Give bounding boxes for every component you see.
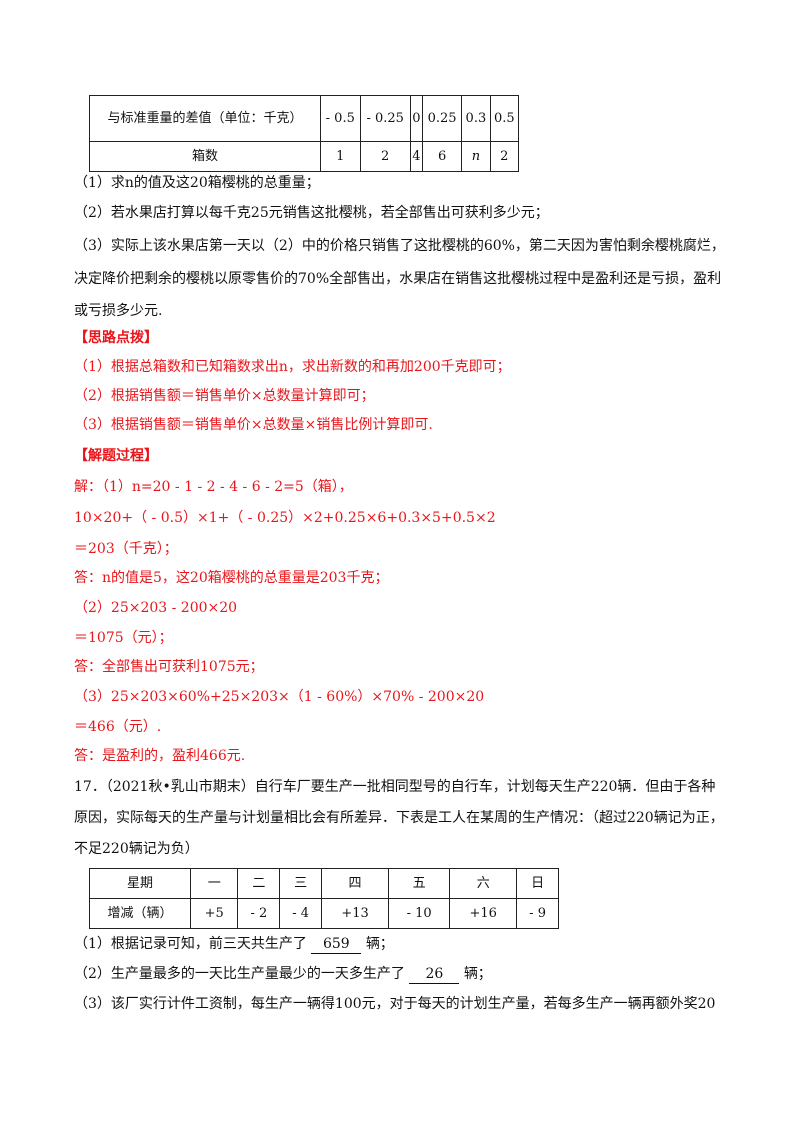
table-cell: 0 bbox=[409, 95, 424, 142]
q17-stem-line2: 原因，实际每天的生产量与计划量相比会有所差异．下表是工人在某周的生产情况：（超过… bbox=[74, 810, 724, 826]
q17-part3: （3）该厂实行计件工资制，每生产一辆得100元，对于每天的计划生产量，若每多生产… bbox=[74, 996, 716, 1012]
table-cell: 二 bbox=[237, 868, 281, 899]
solution-line: 答：全部售出可获利1075元； bbox=[74, 659, 264, 675]
table-cell: 2 bbox=[489, 141, 520, 172]
solution-line: ＝466（元）. bbox=[74, 719, 162, 735]
q17-part1: （1）根据记录可知，前三天共生产了 659 辆； bbox=[74, 935, 394, 954]
solution-line: 答：是盈利的，盈利466元. bbox=[74, 748, 246, 764]
hint-2: （2）根据销售额＝销售单价×总数量计算即可； bbox=[74, 388, 375, 404]
q16-part3-line3: 或亏损多少元. bbox=[74, 303, 163, 319]
table-cell: 日 bbox=[516, 868, 559, 899]
table-row: 星期 一 二 三 四 五 六 日 bbox=[89, 868, 559, 899]
table-cell: 0.5 bbox=[489, 95, 520, 142]
table-cell: 六 bbox=[449, 868, 518, 899]
table-cell: 0.25 bbox=[422, 95, 463, 142]
row-label-diff: 与标准重量的差值（单位：千克） bbox=[89, 95, 321, 142]
q16-part3-line1: （3）实际上该水果店第一天以（2）中的价格只销售了这批樱桃的60%，第二天因为害… bbox=[74, 238, 725, 254]
hint-3: （3）根据销售额＝销售单价×总数量×销售比例计算即可. bbox=[74, 417, 433, 433]
hint-1: （1）根据总箱数和已知箱数求出n，求出新数的和再加200千克即可； bbox=[74, 359, 511, 375]
table-cell: - 0.25 bbox=[359, 95, 411, 142]
header-weekday: 星期 bbox=[89, 868, 191, 899]
table-cell: - 4 bbox=[279, 898, 323, 929]
q17-part2-text: （2）生产量最多的一天比生产量最少的一天多生产了 bbox=[74, 966, 405, 982]
solution-line: 10×20+（ - 0.5）×1+（ - 0.25）×2+0.25×6+0.3×… bbox=[74, 510, 496, 526]
table-row: 与标准重量的差值（单位：千克） - 0.5 - 0.25 0 0.25 0.3 … bbox=[89, 95, 520, 142]
hint-heading: 【思路点拨】 bbox=[74, 330, 158, 346]
solution-line: ＝1075（元）； bbox=[74, 630, 173, 646]
table-cell: 三 bbox=[279, 868, 323, 899]
table-cell: 6 bbox=[422, 141, 463, 172]
table-cell: 四 bbox=[321, 868, 389, 899]
table-cell: +13 bbox=[321, 898, 389, 929]
table-cell: 一 bbox=[189, 868, 239, 899]
table-cell: - 2 bbox=[237, 898, 281, 929]
table-cell: - 0.5 bbox=[320, 95, 361, 142]
q17-stem-line1: 17．（2021秋•乳山市期末）自行车厂要生产一批相同型号的自行车，计划每天生产… bbox=[74, 779, 716, 795]
q16-part2: （2）若水果店打算以每千克25元销售这批樱桃，若全部售出可获利多少元； bbox=[74, 205, 549, 221]
q17-answer-1: 659 bbox=[311, 935, 362, 954]
solution-line: 解：（1）n=20 - 1 - 2 - 4 - 6 - 2=5（箱）， bbox=[74, 479, 353, 495]
table-cell: 五 bbox=[387, 868, 451, 899]
solution-line: （3）25×203×60%+25×203×（1 - 60%）×70% - 200… bbox=[74, 689, 485, 705]
q17-part1-text: （1）根据记录可知，前三天共生产了 bbox=[74, 936, 307, 952]
table-cell: n bbox=[461, 141, 491, 172]
q17-part1-unit: 辆； bbox=[365, 936, 394, 952]
table-cell: - 10 bbox=[387, 898, 451, 929]
table-cell: 2 bbox=[359, 141, 411, 172]
q17-part2-unit: 辆； bbox=[463, 966, 492, 982]
production-table: 星期 一 二 三 四 五 六 日 增减（辆） +5 - 2 - 4 +13 - … bbox=[89, 868, 559, 929]
table-cell: 1 bbox=[320, 141, 361, 172]
solution-heading: 【解题过程】 bbox=[74, 448, 158, 464]
table-cell: 0.3 bbox=[461, 95, 491, 142]
table-cell: +5 bbox=[189, 898, 239, 929]
q17-answer-2: 26 bbox=[409, 965, 460, 984]
table-row: 增减（辆） +5 - 2 - 4 +13 - 10 +16 - 9 bbox=[89, 898, 559, 929]
q17-part2: （2）生产量最多的一天比生产量最少的一天多生产了 26 辆； bbox=[74, 965, 492, 984]
table-row: 箱数 1 2 4 6 n 2 bbox=[89, 141, 520, 172]
table-cell: 4 bbox=[409, 141, 424, 172]
cherry-weight-table: 与标准重量的差值（单位：千克） - 0.5 - 0.25 0 0.25 0.3 … bbox=[89, 95, 520, 172]
solution-line: 答：n的值是5，这20箱樱桃的总重量是203千克； bbox=[74, 570, 389, 586]
table-cell: - 9 bbox=[516, 898, 559, 929]
solution-line: （2）25×203 - 200×20 bbox=[74, 600, 238, 616]
row-label-change: 增减（辆） bbox=[89, 898, 191, 929]
row-label-boxes: 箱数 bbox=[89, 141, 321, 172]
table-cell: +16 bbox=[449, 898, 518, 929]
q17-stem-line3: 不足220辆记为负） bbox=[74, 841, 199, 857]
solution-line: ＝203（千克）； bbox=[74, 541, 178, 557]
q16-part1: （1）求n的值及这20箱樱桃的总重量； bbox=[74, 175, 320, 191]
q16-part3-line2: 决定降价把剩余的樱桃以原零售价的70%全部售出，水果店在销售这批樱桃过程中是盈利… bbox=[74, 271, 722, 287]
